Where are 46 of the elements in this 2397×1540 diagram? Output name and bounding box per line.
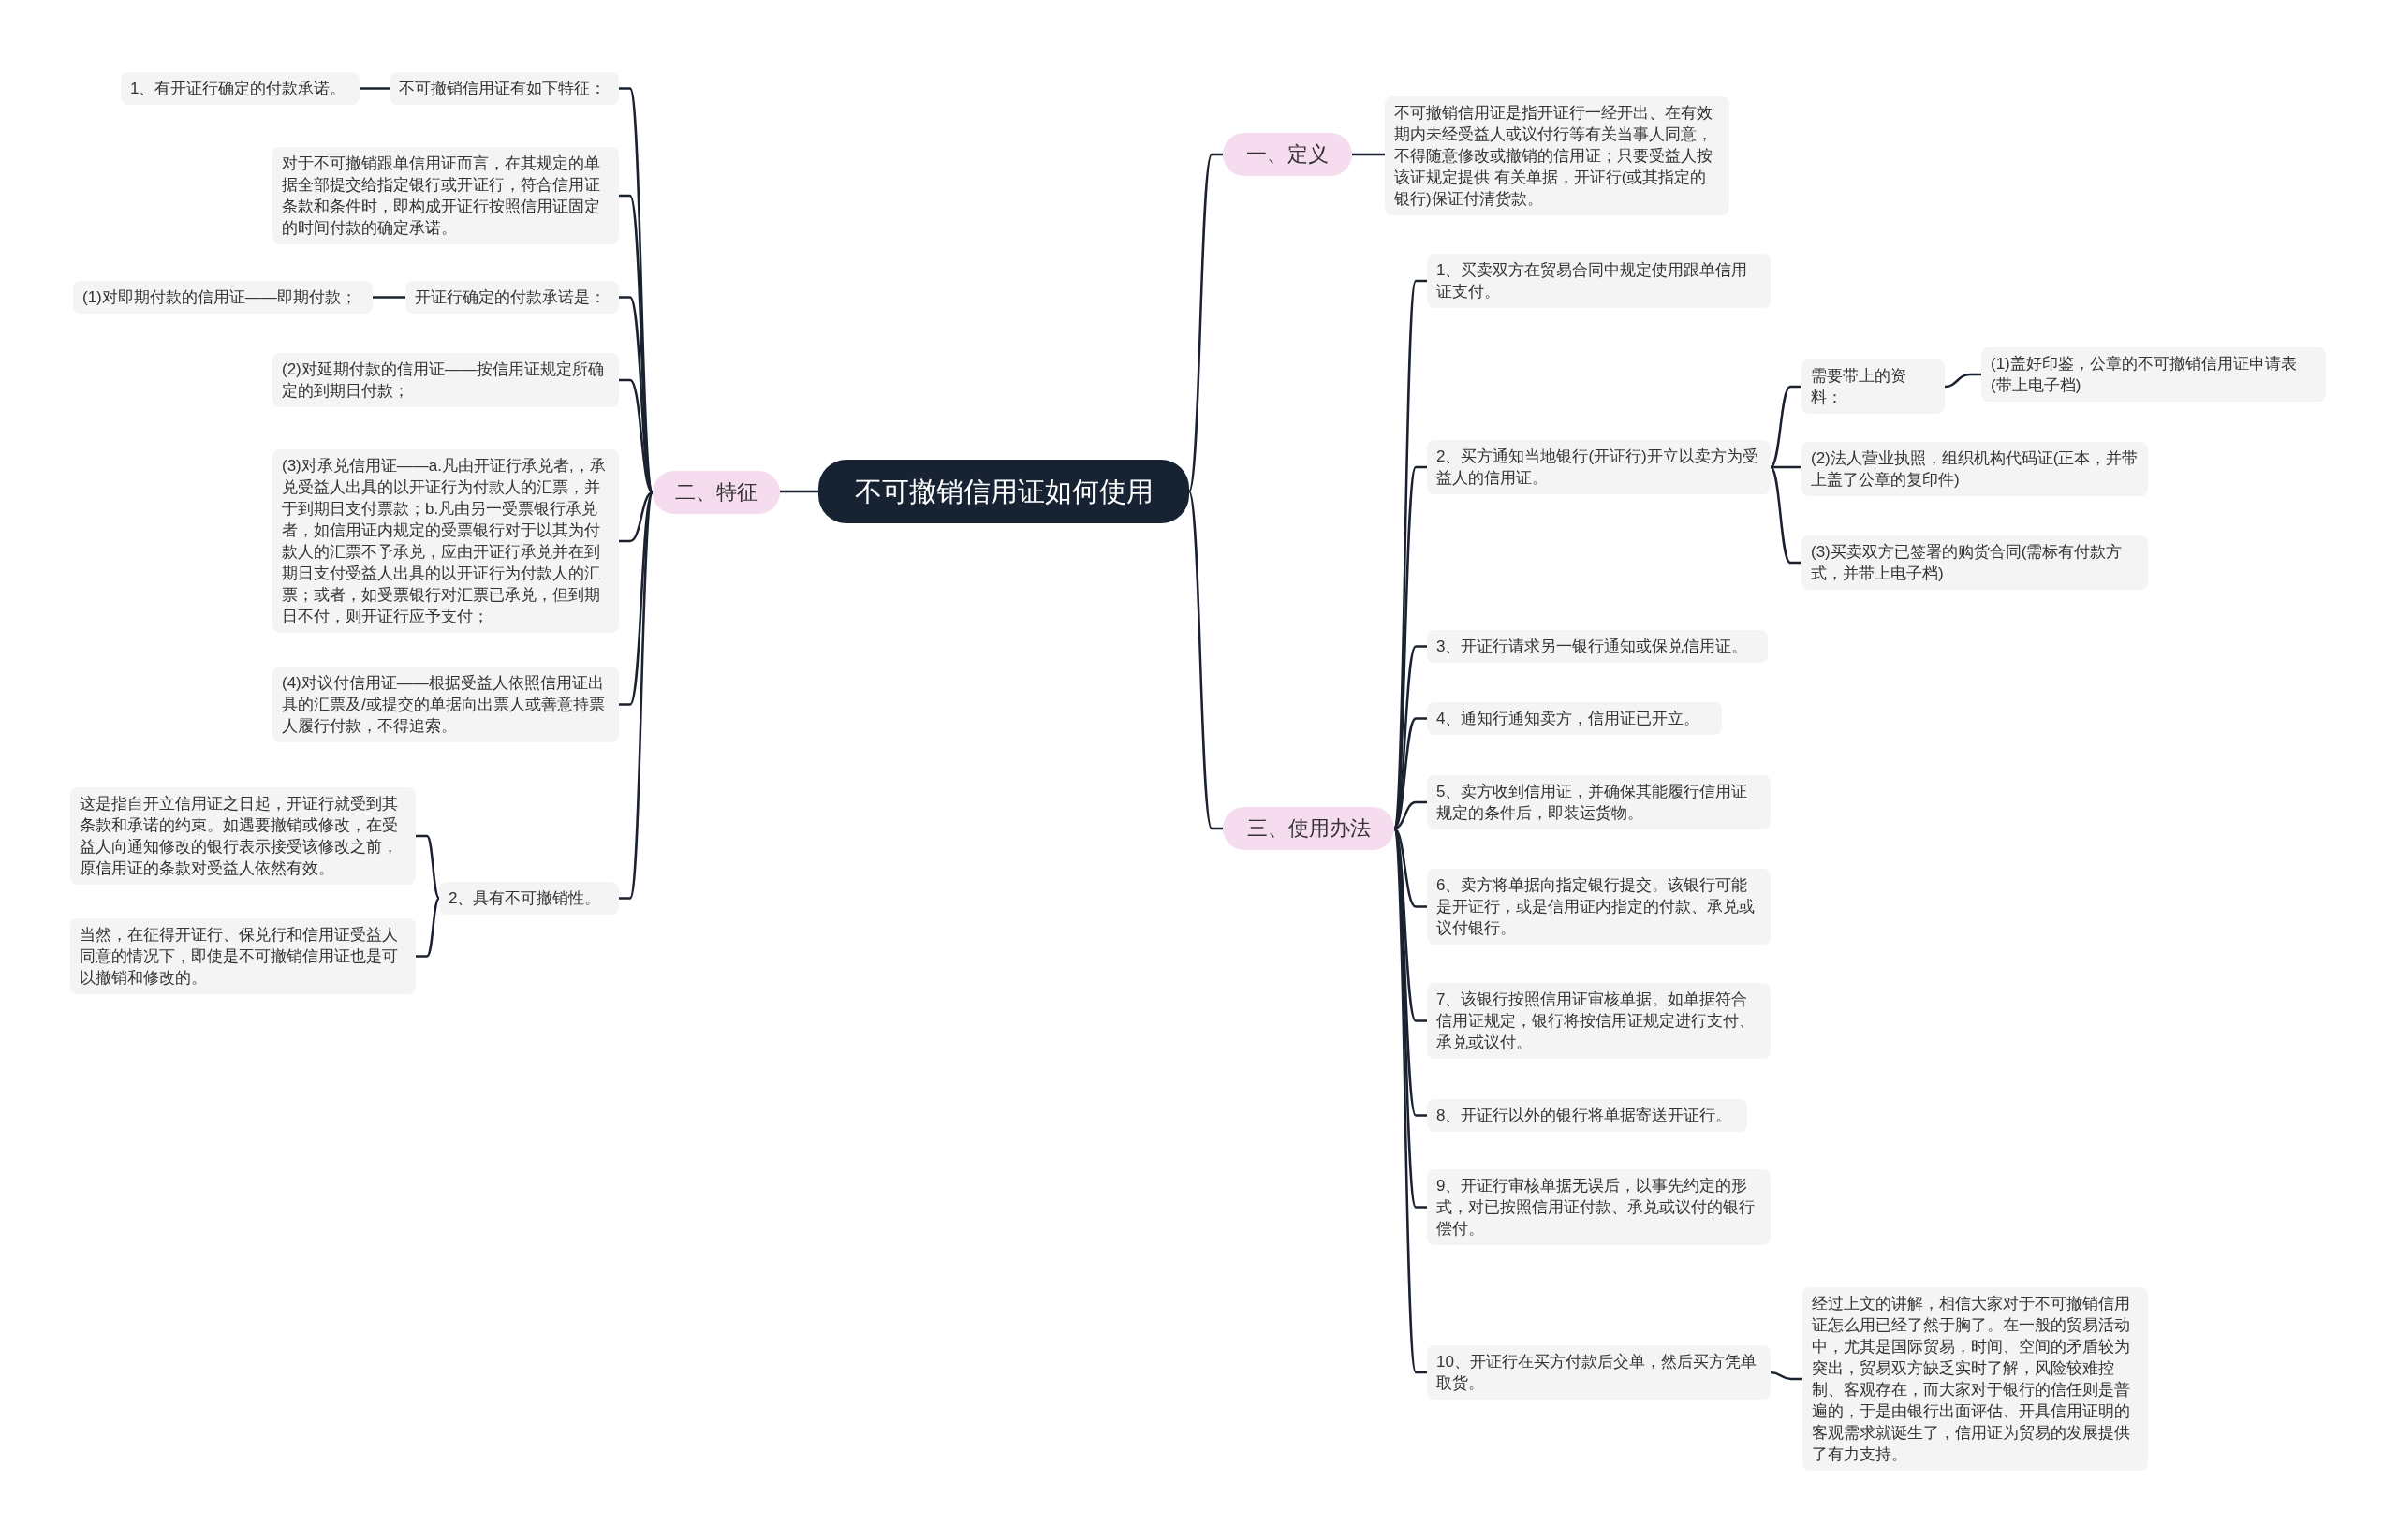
topic-box: 1、有开证行确定的付款承诺。 <box>121 72 360 105</box>
topic-box: (3)买卖双方已签署的购货合同(需标有付款方式，并带上电子档) <box>1801 535 2148 590</box>
topic-box: 3、开证行请求另一银行通知或保兑信用证。 <box>1427 630 1768 663</box>
topic-box: 这是指自开立信用证之日起，开证行就受到其条款和承诺的约束。如遇要撤销或修改，在受益人向通知修改的银行表示接受该修改之前，原信用证的条款对受益人依然有效。 <box>70 787 416 885</box>
topic-box: (2)对延期付款的信用证——按信用证规定所确定的到期日付款； <box>272 353 619 407</box>
connector <box>373 296 405 299</box>
connector <box>1770 385 1801 469</box>
topic-box: (1)盖好印鉴，公章的不可撤销信用证申请表(带上电子档) <box>1981 347 2326 402</box>
topic-box: 8、开证行以外的银行将单据寄送开证行。 <box>1427 1099 1747 1132</box>
topic-box: 10、开证行在买方付款后交单，然后买方凭单取货。 <box>1427 1345 1771 1400</box>
topic-box: 5、卖方收到信用证，并确保其能履行信用证规定的条件后，即装运货物。 <box>1427 775 1771 829</box>
topic-box: 不可撤销信用证是指开证行一经开出、在有效期内未经受益人或议付行等有关当事人同意，不得随意修改或撤销的信用证；只要受益人按该证规定提供 有关单据，开证行(或其指定的银行)保证付清货款。 <box>1385 96 1729 215</box>
topic-box: 对于不可撤销跟单信用证而言，在其规定的单据全部提交给指定银行或开证行，符合信用证条款和条件时，即构成开证行按照信用证固定的时间付款的确定承诺。 <box>272 147 619 244</box>
connector <box>360 87 390 90</box>
topic-box: 6、卖方将单据向指定银行提交。该银行可能是开证行，或是信用证内指定的付款、承兑或议付银行。 <box>1427 869 1771 945</box>
topic-box: (3)对承兑信用证——a.凡由开证行承兑者,，承兑受益人出具的以开证行为付款人的汇票，并于到期日支付票款；b.凡由另一受票银行承兑者，如信用证内规定的受票银行对于以其为付款人的汇票不予承兑，应由开证行承兑并在到期日支付受益人出具的以开证行为付款人的汇票；或者，如受票银行对汇票已承兑，但到期日不付，则开证行应予支付； <box>272 449 619 633</box>
topic-box: 1、买卖双方在贸易合同中规定使用跟单信用证支付。 <box>1427 254 1771 308</box>
connector <box>1393 800 1427 830</box>
topic-box: 不可撤销信用证有如下特征： <box>390 72 619 105</box>
topic-box: 开证行确定的付款承诺是： <box>405 281 619 314</box>
central-topic: 不可撤销信用证如何使用 <box>818 460 1189 523</box>
topic-box: 9、开证行审核单据无误后，以事先约定的形式，对已按照信用证付款、承兑或议付的银行偿付。 <box>1427 1169 1771 1245</box>
topic-box: 4、通知行通知卖方，信用证已开立。 <box>1427 702 1722 735</box>
branch-topic: 二、特征 <box>653 471 780 514</box>
topic-box: 经过上文的讲解，相信大家对于不可撤销信用证怎么用已经了然于胸了。在一般的贸易活动中，尤其是国际贸易，时间、空间的矛盾较为突出，贸易双方缺乏实时了解，风险较难控制、客观存在，而大家对于银行的信任则是普遍的，于是由银行出面评估、开具信用证明的客观需求就诞生了，信用证为贸易的发展提供了有力支持。 <box>1802 1287 2148 1471</box>
branch-topic: 一、定义 <box>1223 133 1352 176</box>
topic-box: 需要带上的资料： <box>1801 359 1945 414</box>
connector <box>1770 1371 1802 1381</box>
connector <box>1187 491 1223 830</box>
connector <box>780 490 818 493</box>
connector <box>619 378 654 493</box>
connector <box>619 491 654 543</box>
topic-box: (1)对即期付款的信用证——即期付款； <box>73 281 373 314</box>
topic-box: 2、买方通知当地银行(开证行)开立以卖方为受益人的信用证。 <box>1427 440 1771 494</box>
topic-box: (4)对议付信用证——根据受益人依照信用证出具的汇票及/或提交的单据向出票人或善意持票人履行付款，不得追索。 <box>272 667 619 742</box>
topic-box: 2、具有不可撤销性。 <box>439 882 619 915</box>
topic-box: (2)法人营业执照，组织机构代码证(正本，并带上盖了公章的复印件) <box>1801 442 2148 496</box>
connector <box>1393 827 1427 908</box>
topic-box: 当然，在征得开证行、保兑行和信用证受益人同意的情况下，即使是不可撤销信用证也是可以撤销和修改的。 <box>70 918 416 994</box>
connector <box>1187 153 1223 492</box>
connector <box>619 491 654 900</box>
branch-topic: 三、使用办法 <box>1223 807 1394 850</box>
connector <box>1352 153 1385 156</box>
topic-box: 7、该银行按照信用证审核单据。如单据符合信用证规定，银行将按信用证规定进行支付、承兑或议付。 <box>1427 983 1771 1059</box>
connector <box>1944 373 1981 389</box>
connector <box>1771 465 1801 469</box>
